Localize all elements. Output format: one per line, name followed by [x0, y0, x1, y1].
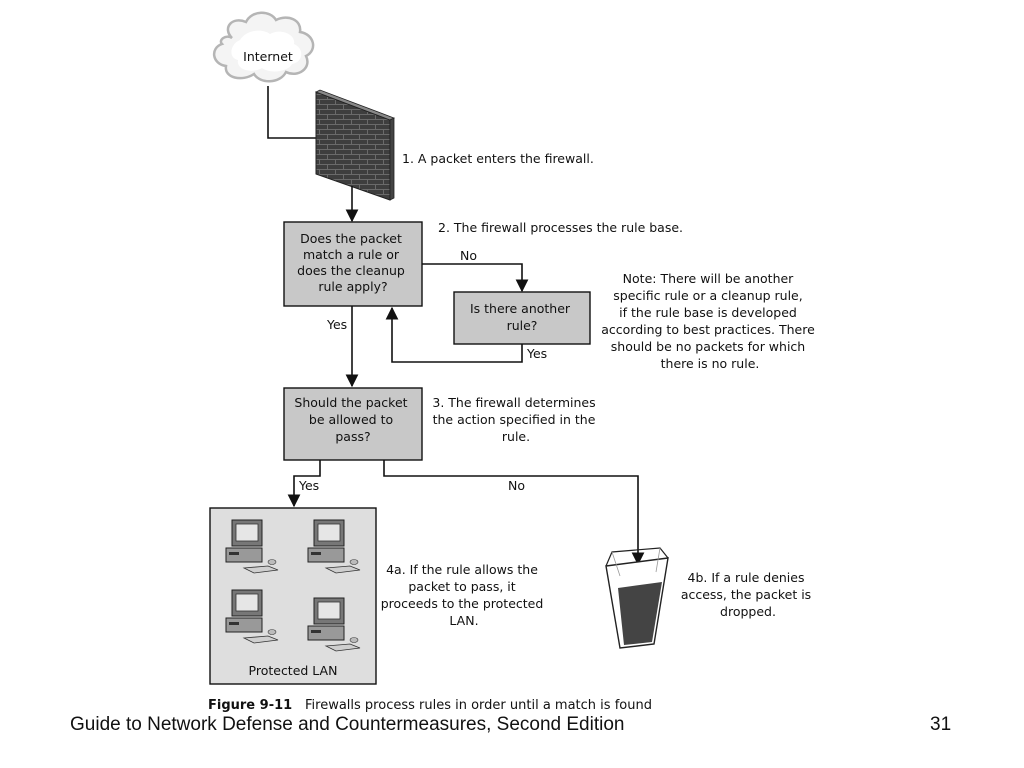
- step4a-line: proceeds to the protected: [381, 596, 544, 611]
- connector-cloud-to-firewall: [267, 86, 316, 139]
- decision3-line: Should the packet: [294, 395, 407, 410]
- firewall-wall-icon: [315, 89, 395, 201]
- step3-line: rule.: [502, 429, 530, 444]
- decision2-line: rule?: [507, 318, 538, 333]
- arrow-decision2-yes-loop: [385, 306, 523, 363]
- footer-title: Guide to Network Defense and Countermeas…: [70, 714, 625, 735]
- step4b-line: 4b. If a rule denies: [688, 570, 805, 585]
- arrow-decision3-yes: [287, 460, 321, 508]
- protected-lan-label: Protected LAN: [249, 663, 338, 678]
- figure-caption: Figure 9-11 Firewalls process rules in o…: [208, 698, 652, 713]
- step4a-text: 4a. If the rule allows the packet to pas…: [381, 562, 548, 628]
- label-yes-loop: Yes: [526, 346, 547, 361]
- figure-caption-text: Firewalls process rules in order until a…: [305, 698, 652, 713]
- decision1-line: rule apply?: [318, 279, 387, 294]
- step3-text: 3. The firewall determines the action sp…: [432, 395, 599, 444]
- computer-icon: [307, 519, 361, 574]
- label-yes-2: Yes: [298, 478, 319, 493]
- figure-caption-number: Figure 9-11: [208, 698, 292, 713]
- decision1-line: match a rule or: [303, 247, 400, 262]
- step4b-line: dropped.: [720, 604, 776, 619]
- decision-another-rule-box: Is there another rule?: [453, 291, 591, 345]
- decision3-line: be allowed to: [309, 412, 393, 427]
- decision-allowed-text: Should the packet be allowed to pass?: [294, 395, 411, 444]
- label-yes-1: Yes: [326, 317, 347, 332]
- page-number: 31: [930, 714, 952, 735]
- note-line: should be no packets for which: [611, 339, 805, 354]
- note-line: Note: There will be another: [623, 271, 795, 286]
- step4a-line: 4a. If the rule allows the: [386, 562, 538, 577]
- decision-match-rule-box: Does the packet match a rule or does the…: [283, 221, 423, 307]
- note-line: specific rule or a cleanup rule,: [613, 288, 802, 303]
- label-no-2: No: [508, 478, 525, 493]
- computer-icon: [225, 519, 279, 574]
- step4a-line: LAN.: [449, 613, 478, 628]
- computer-icon: [307, 597, 361, 652]
- decision-allowed-box: Should the packet be allowed to pass?: [283, 387, 423, 461]
- step1-text: 1. A packet enters the firewall.: [402, 151, 594, 166]
- internet-cloud: Internet: [213, 11, 315, 83]
- computer-icon: [225, 589, 279, 644]
- internet-label: Internet: [243, 49, 293, 64]
- note-line: there is no rule.: [661, 356, 760, 371]
- arrow-decision3-no: [383, 460, 645, 566]
- step3-line: the action specified in the: [433, 412, 596, 427]
- decision2-line: Is there another: [470, 301, 571, 316]
- note-line: according to best practices. There: [601, 322, 815, 337]
- note-text: Note: There will be another specific rul…: [601, 271, 819, 371]
- decision3-line: pass?: [335, 429, 370, 444]
- decision1-line: Does the packet: [300, 231, 402, 246]
- note-line: if the rule base is developed: [619, 305, 797, 320]
- decision-match-rule-text: Does the packet match a rule or does the…: [297, 231, 409, 294]
- decision1-line: does the cleanup: [297, 263, 405, 278]
- arrow-decision1-no: [422, 263, 529, 293]
- step3-line: 3. The firewall determines: [432, 395, 595, 410]
- step4a-line: packet to pass, it: [408, 579, 515, 594]
- step4b-text: 4b. If a rule denies access, the packet …: [681, 570, 815, 619]
- label-no-1: No: [460, 248, 477, 263]
- step2-text: 2. The firewall processes the rule base.: [438, 220, 683, 235]
- step4b-line: access, the packet is: [681, 587, 811, 602]
- trash-can-icon: [605, 547, 669, 649]
- decision-another-rule-text: Is there another rule?: [470, 301, 574, 333]
